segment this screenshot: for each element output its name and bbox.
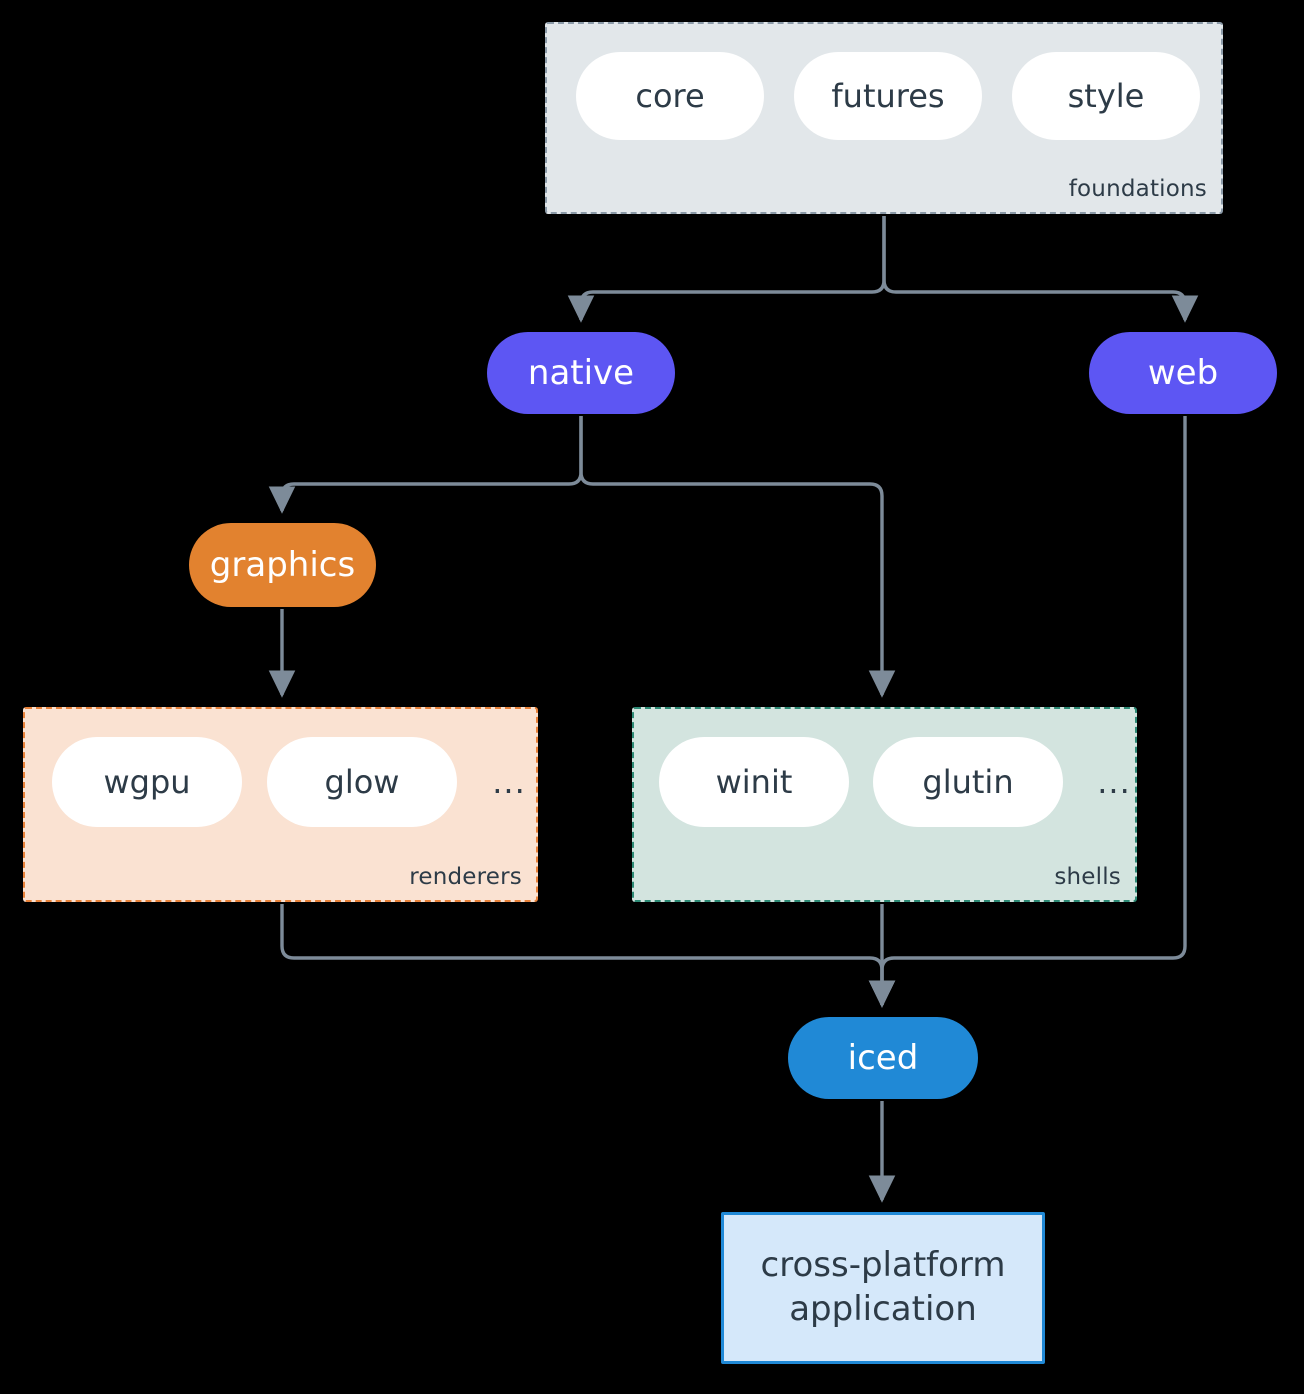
edge-renderers-to-iced [280, 904, 896, 1008]
leaf-glow[interactable]: glow [267, 737, 457, 827]
group-label-renderers: renderers [409, 864, 522, 890]
edge-native-to-shells [579, 416, 896, 698]
renderers-items: wgpu glow ... [52, 737, 536, 827]
edge-foundations-to-native [567, 216, 886, 323]
app-label-line-2: application [789, 1289, 977, 1329]
shells-items: winit glutin ... [659, 737, 1141, 827]
leaf-core[interactable]: core [576, 52, 764, 140]
group-label-foundations: foundations [1068, 176, 1207, 202]
app-label-line-1: cross-platform [760, 1245, 1006, 1286]
leaf-wgpu[interactable]: wgpu [52, 737, 242, 827]
node-web[interactable]: web [1089, 332, 1277, 414]
edge-foundations-to-web [882, 216, 1199, 323]
node-cross-platform-application[interactable]: cross-platform application [721, 1212, 1045, 1364]
node-iced[interactable]: iced [788, 1017, 978, 1099]
foundations-items: core futures style [576, 52, 1200, 140]
leaf-winit[interactable]: winit [659, 737, 849, 827]
leaf-glutin[interactable]: glutin [873, 737, 1063, 827]
node-graphics[interactable]: graphics [189, 523, 376, 607]
node-native[interactable]: native [487, 332, 675, 414]
group-foundations[interactable]: core futures style foundations [545, 22, 1223, 214]
group-shells[interactable]: winit glutin ... shells [632, 707, 1137, 902]
shells-ellipsis: ... [1097, 763, 1131, 801]
leaf-futures[interactable]: futures [794, 52, 982, 140]
group-label-shells: shells [1054, 864, 1121, 890]
leaf-style[interactable]: style [1012, 52, 1200, 140]
renderers-ellipsis: ... [492, 763, 526, 801]
edge-native-to-graphics [268, 416, 583, 514]
group-renderers[interactable]: wgpu glow ... renderers [23, 707, 538, 902]
